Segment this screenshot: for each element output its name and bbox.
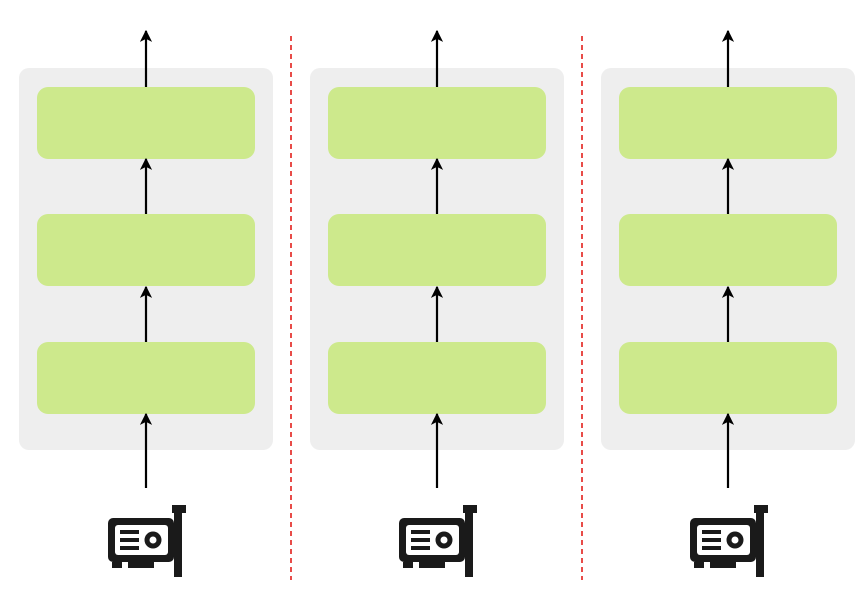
- layer-block-1-3: [37, 342, 255, 414]
- layer-block-2-1: [328, 87, 546, 159]
- gpu-card-icon-2: [399, 505, 477, 577]
- layer-block-1-2: [37, 214, 255, 286]
- layer-block-3-1: [619, 87, 837, 159]
- layer-block-2-3: [328, 342, 546, 414]
- gpu-card-icon-3: [690, 505, 768, 577]
- gpu-card-icon-1: [108, 505, 186, 577]
- layer-block-1-1: [37, 87, 255, 159]
- layer-block-3-2: [619, 214, 837, 286]
- layer-block-3-3: [619, 342, 837, 414]
- layer-block-2-2: [328, 214, 546, 286]
